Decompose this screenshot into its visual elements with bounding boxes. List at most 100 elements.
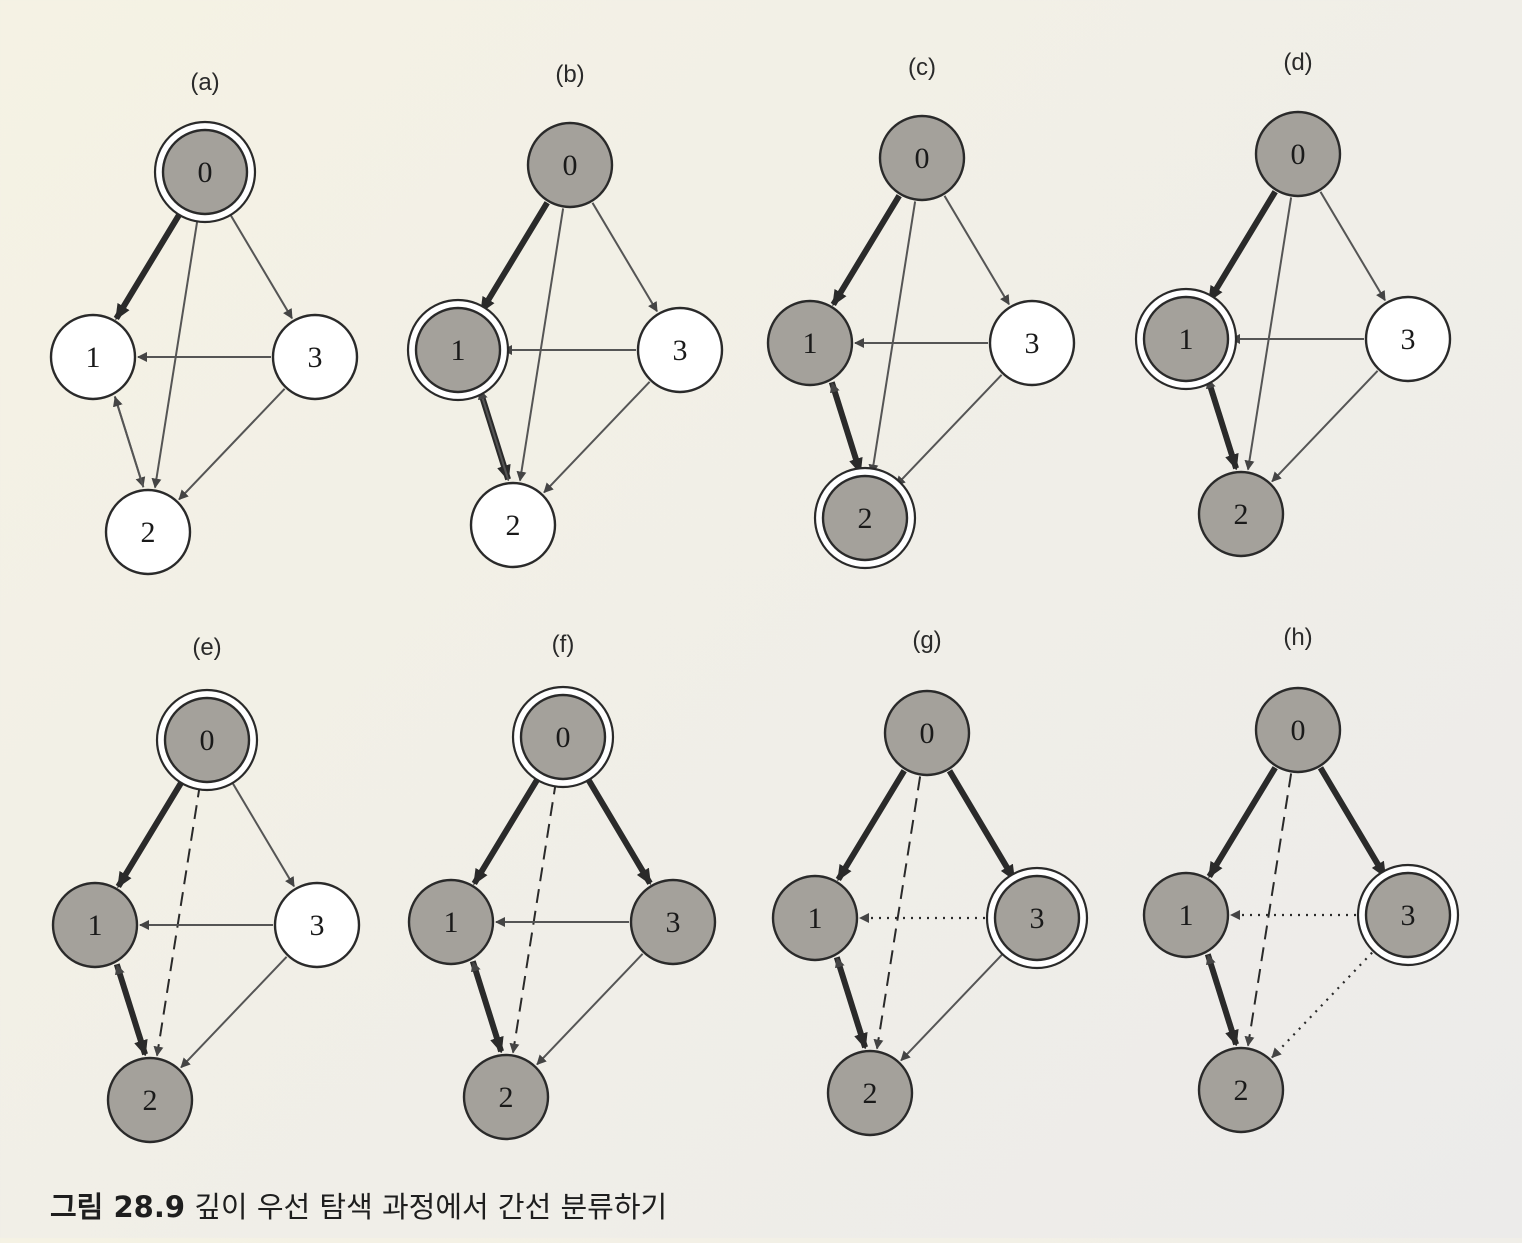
node-label: 1 (88, 909, 103, 942)
edge-2-to-1 (830, 382, 862, 474)
node-circle (636, 306, 724, 394)
edge-3-to-2 (900, 949, 1008, 1062)
node-circle (273, 881, 361, 969)
node-0: 0 (511, 685, 615, 789)
edge-3-to-2 (1271, 946, 1379, 1059)
node-circle (993, 874, 1081, 962)
figure-caption: 그림 28.9 깊이 우선 탐색 과정에서 간선 분류하기 (50, 1184, 667, 1226)
edge-0-to-1 (830, 194, 902, 307)
node-label: 2 (1234, 1074, 1249, 1107)
node-1: 1 (1134, 287, 1238, 391)
node-3: 3 (629, 878, 717, 966)
edge-0-to-2 (153, 783, 202, 1057)
panel-f: (f) 0 1 2 3 (407, 631, 717, 1141)
panel-label: (d) (1283, 49, 1312, 76)
node-label: 2 (863, 1077, 878, 1110)
node-label: 2 (858, 502, 873, 535)
node-circle (51, 881, 139, 969)
edge-0-to-1 (1206, 190, 1278, 303)
node-3: 3 (636, 306, 724, 394)
node-0: 0 (153, 120, 257, 224)
node-3: 3 (271, 313, 359, 401)
edge-0-to-1 (113, 208, 185, 321)
node-circle (462, 1053, 550, 1141)
node-1: 1 (407, 878, 495, 966)
node-label: 3 (673, 334, 688, 367)
panel-label: (f) (552, 631, 575, 658)
node-label: 1 (86, 341, 101, 374)
edge-0-to-3 (582, 773, 653, 886)
node-label: 2 (143, 1084, 158, 1117)
node-circle (821, 474, 909, 562)
node-label: 1 (808, 902, 823, 935)
node-1: 1 (49, 313, 137, 401)
node-label: 3 (308, 341, 323, 374)
node-circle (469, 481, 557, 569)
node-2: 2 (106, 1056, 194, 1144)
edge-0-to-2 (516, 208, 565, 482)
node-label: 3 (666, 906, 681, 939)
edge-2-to-1 (113, 396, 145, 488)
node-label: 3 (1030, 902, 1045, 935)
edge-2-to-1 (471, 961, 503, 1053)
node-1: 1 (406, 298, 510, 402)
edge-0-to-2 (509, 780, 558, 1054)
node-label: 3 (1401, 323, 1416, 356)
node-2: 2 (826, 1049, 914, 1137)
node-label: 3 (1025, 327, 1040, 360)
node-3: 3 (988, 299, 1076, 387)
node-circle (1197, 470, 1285, 558)
edge-0-to-3 (591, 202, 658, 313)
node-label: 1 (451, 334, 466, 367)
node-circle (878, 114, 966, 202)
node-2: 2 (1197, 470, 1285, 558)
node-0: 0 (1254, 686, 1342, 774)
node-0: 0 (878, 114, 966, 202)
node-label: 0 (915, 142, 930, 175)
edge-0-to-2 (1244, 197, 1293, 471)
node-label: 0 (200, 724, 215, 757)
node-circle (271, 313, 359, 401)
node-circle (1364, 871, 1452, 959)
edge-0-to-1 (478, 201, 550, 314)
node-circle (163, 696, 251, 784)
edge-0-to-3 (226, 209, 293, 320)
node-circle (629, 878, 717, 966)
panel-label: (a) (190, 69, 219, 96)
node-0: 0 (526, 121, 614, 209)
edge-0-to-3 (1319, 191, 1386, 302)
panel-label: (b) (555, 61, 584, 88)
node-label: 0 (556, 721, 571, 754)
node-label: 2 (506, 509, 521, 542)
node-label: 1 (1179, 899, 1194, 932)
node-label: 0 (1291, 714, 1306, 747)
node-3: 3 (1356, 863, 1460, 967)
edge-3-to-2 (178, 388, 286, 501)
panel-label: (e) (192, 634, 221, 661)
node-2: 2 (469, 481, 557, 569)
node-label: 0 (563, 149, 578, 182)
node-2: 2 (1197, 1046, 1285, 1134)
edge-3-to-2 (543, 381, 651, 494)
node-label: 1 (444, 906, 459, 939)
edge-3-to-2 (895, 374, 1003, 487)
node-label: 2 (141, 516, 156, 549)
node-label: 0 (1291, 138, 1306, 171)
edge-0-to-2 (151, 215, 200, 489)
node-circle (1142, 871, 1230, 959)
node-circle (1197, 1046, 1285, 1134)
panel-e: (e) 0 1 2 3 (51, 634, 361, 1144)
node-1: 1 (1142, 871, 1230, 959)
node-2: 2 (462, 1053, 550, 1141)
edge-0-to-1 (835, 769, 907, 882)
node-label: 3 (310, 909, 325, 942)
node-circle (104, 488, 192, 576)
node-circle (519, 693, 607, 781)
node-label: 2 (499, 1081, 514, 1114)
edge-2-to-1 (478, 389, 510, 481)
node-circle (414, 306, 502, 394)
